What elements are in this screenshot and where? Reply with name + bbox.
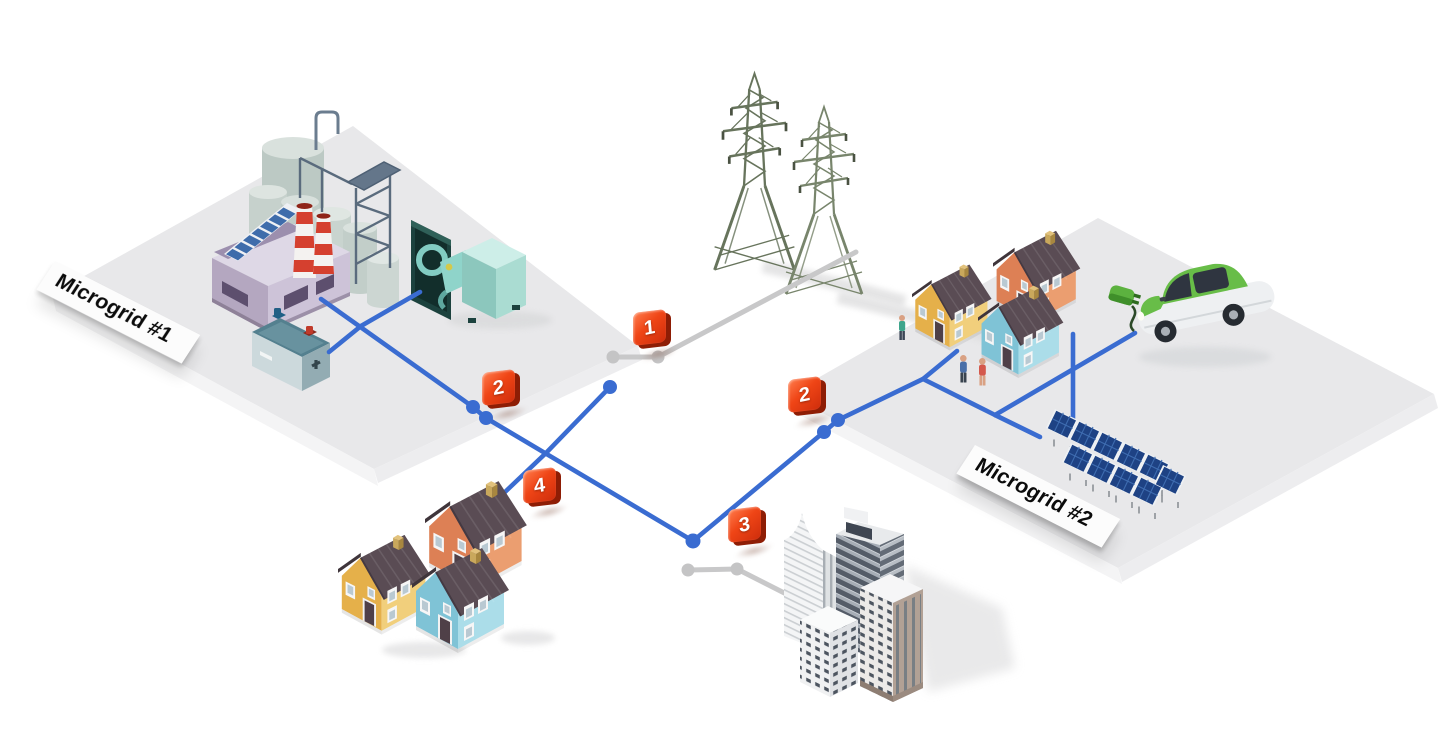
marker-number: 2 — [491, 375, 506, 400]
bus-east — [690, 429, 827, 544]
marker-houses-tie: 4 — [523, 466, 561, 508]
marker-grid-tie: 1 — [633, 308, 671, 350]
marker-switch-mg1: 2 — [482, 368, 520, 410]
marker-city-tie: 3 — [728, 505, 766, 547]
line-solar-array — [992, 412, 1043, 440]
transmission-tower-2 — [784, 105, 864, 296]
city-line-elbow-dot — [730, 562, 744, 576]
city-feeder-line — [681, 562, 809, 607]
tan-tower — [860, 574, 923, 702]
charging-plug — [1108, 285, 1141, 332]
marker-number: 4 — [532, 473, 547, 498]
marker-face: 1 — [633, 308, 666, 347]
line-battery — [326, 323, 364, 355]
line-house-yellow — [920, 348, 960, 382]
line-power-plant — [318, 296, 476, 410]
marker-face: 3 — [728, 505, 761, 544]
center-junction-dot — [685, 533, 701, 549]
switch-dot-right-a — [817, 425, 831, 439]
neighborhood-houses — [337, 480, 528, 654]
battery-storage — [252, 308, 330, 391]
marker-number: 3 — [737, 512, 752, 537]
switch-dot-right-b — [831, 413, 845, 427]
white-office-building — [800, 606, 858, 697]
marker-number: 2 — [797, 382, 812, 407]
grid-tie-endpoint-dot — [603, 380, 617, 394]
city-line-endpoint-dot — [681, 563, 695, 577]
power-plant — [212, 110, 402, 332]
switch-dot-left-a — [466, 400, 480, 414]
marker-number: 1 — [642, 315, 657, 340]
ground-shadows — [382, 259, 1271, 692]
line-to-mg2 — [835, 376, 926, 423]
line-ev-charger — [992, 330, 1138, 418]
city-buildings — [784, 507, 923, 702]
marker-switch-mg2: 2 — [788, 375, 826, 417]
line-generator — [358, 289, 423, 329]
marker-face: 2 — [788, 375, 821, 414]
marker-face: 2 — [482, 368, 515, 407]
distribution-network — [318, 289, 1138, 544]
grid-line-endpoint-dot — [606, 350, 620, 364]
rooftop-solar-panels — [214, 203, 302, 261]
transmission-tower-1 — [713, 72, 796, 272]
bus-west — [483, 415, 696, 544]
electric-car — [1137, 263, 1275, 343]
diesel-generator — [411, 220, 526, 323]
scaffold-structure — [298, 110, 402, 284]
trunk-mg2 — [920, 376, 998, 418]
marker-face: 4 — [523, 466, 556, 505]
striped-chimneys — [293, 203, 334, 278]
